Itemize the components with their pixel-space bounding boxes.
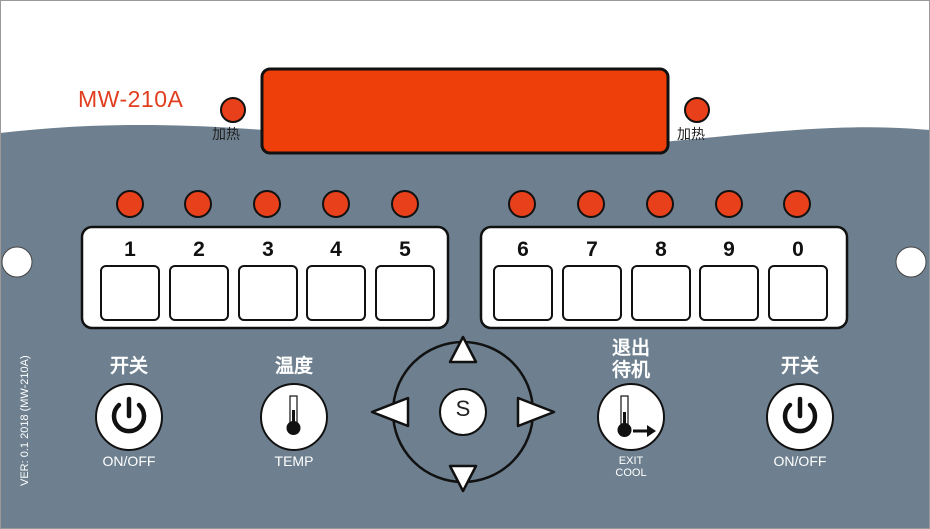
key-button-7[interactable] [562, 265, 622, 321]
key-label-0: 0 [792, 238, 804, 261]
heat-indicator-right [684, 97, 710, 123]
temp-en-label: TEMP [274, 453, 314, 469]
key-button-6[interactable] [493, 265, 553, 321]
key-label-6: 6 [517, 238, 529, 261]
key-button-0[interactable] [768, 265, 828, 321]
nav-down-button[interactable] [448, 464, 478, 493]
mount-hole-right [895, 246, 927, 278]
heat-label-right: 加热 [677, 127, 705, 143]
power-left-cn-label: 开关 [109, 355, 148, 377]
key-indicator-8 [646, 190, 674, 218]
thermometer-arrow-icon [617, 395, 656, 437]
center-s-label: S [455, 396, 471, 421]
power-right-en-label: ON/OFF [773, 453, 827, 469]
exit-en-line1: EXIT [618, 455, 644, 467]
mount-hole-left [1, 246, 33, 278]
key-indicators-right [508, 190, 811, 218]
key-indicator-5 [391, 190, 419, 218]
temp-cn-label: 温度 [274, 355, 313, 377]
display-window [260, 67, 670, 155]
key-indicator-0 [783, 190, 811, 218]
key-indicator-7 [577, 190, 605, 218]
version-label: VER: 0.1 2018 (MW-210A) [19, 355, 31, 486]
key-label-5: 5 [399, 238, 411, 261]
model-label: MW-210A [78, 86, 184, 112]
key-indicator-9 [715, 190, 743, 218]
key-indicator-6 [508, 190, 536, 218]
exit-cool-button[interactable] [597, 383, 665, 451]
temp-button[interactable] [260, 383, 328, 451]
key-label-1: 1 [124, 238, 136, 261]
key-indicator-3 [253, 190, 281, 218]
nav-up-button[interactable] [448, 335, 478, 364]
key-indicators-left [116, 190, 419, 218]
power-icon [782, 402, 818, 434]
exit-cn-line2: 待机 [611, 359, 650, 381]
thermometer-icon [286, 395, 301, 435]
key-indicator-2 [184, 190, 212, 218]
key-indicator-4 [322, 190, 350, 218]
key-label-7: 7 [586, 238, 598, 261]
key-label-3: 3 [262, 238, 274, 261]
key-button-5[interactable] [375, 265, 435, 321]
exit-cn-line1: 退出 [611, 337, 650, 359]
key-button-9[interactable] [699, 265, 759, 321]
key-button-4[interactable] [306, 265, 366, 321]
key-label-9: 9 [723, 238, 735, 261]
key-label-8: 8 [655, 238, 667, 261]
nav-right-button[interactable] [516, 396, 556, 428]
nav-left-button[interactable] [370, 396, 410, 428]
power-left-en-label: ON/OFF [102, 453, 156, 469]
heat-label-left: 加热 [212, 127, 240, 143]
power-button-left[interactable] [95, 383, 163, 451]
power-button-right[interactable] [766, 383, 834, 451]
key-label-2: 2 [193, 238, 205, 261]
key-button-2[interactable] [169, 265, 229, 321]
key-button-1[interactable] [100, 265, 160, 321]
power-right-cn-label: 开关 [780, 355, 819, 377]
key-indicator-1 [116, 190, 144, 218]
key-button-3[interactable] [238, 265, 298, 321]
center-s-button[interactable] [439, 388, 487, 436]
key-label-4: 4 [330, 238, 342, 261]
key-button-8[interactable] [631, 265, 691, 321]
heat-indicator-left [220, 97, 246, 123]
exit-en-line2: COOL [615, 467, 647, 479]
power-icon [111, 402, 147, 434]
